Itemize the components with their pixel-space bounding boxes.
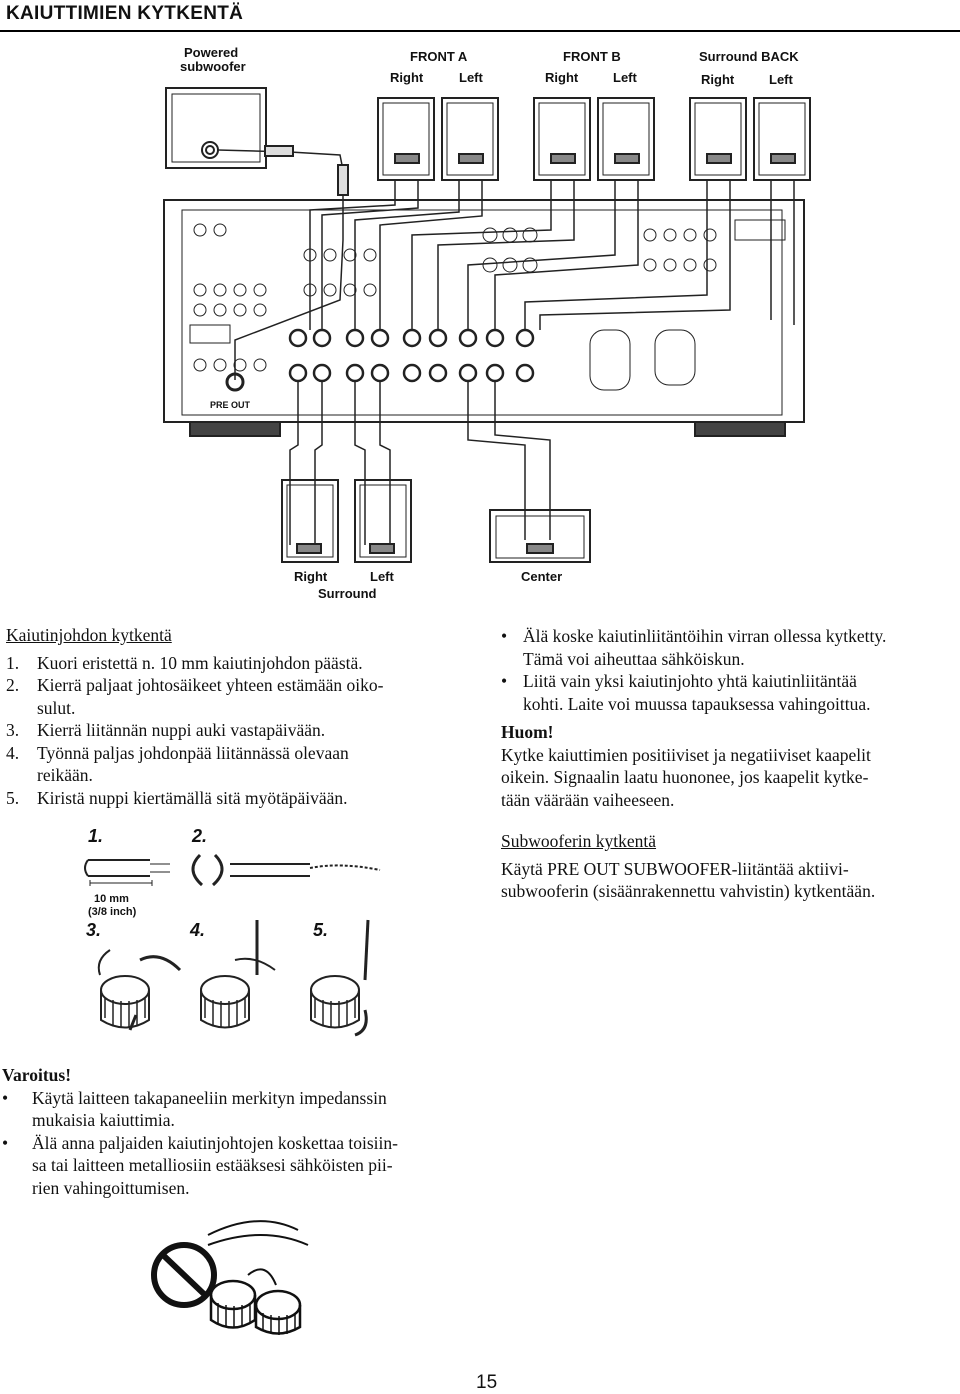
subwoofer-text: Käytä PRE OUT SUBWOOFER-liitäntää aktiiv… [501,858,956,903]
bullet-text: mukaisia kaiuttimia. [32,1110,175,1130]
terminal-3 [97,949,182,1031]
step-number: 4. [6,742,20,763]
measure-inch: (3/8 inch) [88,906,137,918]
title-rule [0,30,960,32]
list-item: • Käytä laitteen takapaneeliin merkityn i… [2,1087,482,1132]
step-text: sulut. [37,697,76,718]
cable-steps: 1. Kuori eristettä n. 10 mm kaiutinjohdon… [6,652,476,810]
bullet-text: Liitä vain yksi kaiutinjohto yhtä kaiuti… [523,671,857,691]
step-text: Työnnä paljas johdonpää liitännässä olev… [37,742,349,763]
cable-steps-illustration [84,853,381,1037]
warning-title: Varoitus! [2,1065,72,1085]
illus-step-2-label: 2. [192,826,208,846]
label-center: Center [521,569,563,584]
bullet-text: Tämä voi aiheuttaa sähköiskun. [523,648,745,669]
step-item: 4. Työnnä paljas johdonpää liitännässä ol… [6,742,476,787]
note-title: Huom! [501,722,554,742]
bullet-icon: • [2,1087,9,1108]
label-surround-left: Left [370,569,394,584]
bullet-text: Älä koske kaiutinliitäntöihin virran oll… [523,626,887,646]
label-front-b-left: Left [613,70,637,85]
bullet-icon: • [501,626,508,646]
illus-step-1-label: 1. [88,826,104,846]
note-line: Kytke kaiuttimien positiiviset ja negati… [501,744,871,765]
illus-step-3-label: 3. [86,920,102,940]
subwoofer-title: Subwooferin kytkentä [501,831,657,851]
bullet-text: Käytä laitteen takapaneeliin merkityn im… [32,1087,387,1108]
page-title: KAIUTTIMIEN KYTKENTÄ [6,3,244,24]
step-text: Kierrä liitännän nuppi auki vastapäivään… [37,720,326,740]
bullet-text: kohti. Laite voi muussa tapauksessa vahi… [523,693,871,714]
list-item: • Älä anna paljaiden kaiutinjohtojen kosk… [2,1132,482,1200]
step-text: Kiristä nuppi kiertämällä sitä myötäpäiv… [37,787,348,808]
note-line: oikein. Signaalin laatu huononee, jos ka… [501,767,869,787]
no-touching-wires-illustration [151,1220,309,1335]
note-line: tään väärään vaiheeseen. [501,789,675,810]
label-surround-back: Surround BACK [699,49,799,64]
illus-step-5-label: 5. [313,920,329,940]
label-sb-right: Right [701,72,735,87]
label-surround: Surround [318,586,377,601]
list-item: • Liitä vain yksi kaiutinjohto yhtä kaiut… [501,670,956,715]
step-number: 2. [6,675,20,695]
bullet-text: Älä anna paljaiden kaiutinjohtojen koske… [32,1132,398,1153]
prohibited-icon [151,1242,217,1308]
bullet-icon: • [2,1132,9,1153]
front-a-right-speaker [377,97,435,181]
illus-step-4-label: 4. [190,920,206,940]
list-item: • Älä koske kaiutinliitäntöihin virran ol… [501,625,956,670]
step-number: 1. [6,652,20,673]
label-front-a-left: Left [459,70,483,85]
subwoofer-line: subwooferin (sisäänrakennettu vahvistin)… [501,881,876,901]
cable-section: Kaiutinjohdon kytkentä 1. Kuori eristettä… [6,624,476,809]
bullet-text: rien vahingoittumisen. [32,1177,190,1198]
bullet-icon: • [501,671,508,691]
label-front-a-right: Right [390,70,424,85]
terminal-5 [310,919,370,1037]
step-item: 1. Kuori eristettä n. 10 mm kaiutinjohdon… [6,652,476,675]
bullet-text: sa tai laitteen metalliosiin estääksesi … [32,1155,393,1175]
label-surround-right: Right [294,569,328,584]
step-item: 2. Kierrä paljaat johtosäikeet yhteen est… [6,674,476,719]
step-number: 5. [6,787,20,808]
label-subwoofer: subwoofer [180,59,246,74]
cable-section-title: Kaiutinjohdon kytkentä [6,625,172,645]
step-text: Kuori eristettä n. 10 mm kaiutinjohdon p… [37,652,363,673]
label-front-b: FRONT B [563,49,621,64]
label-powered: Powered [184,45,239,60]
note-text: Kytke kaiuttimien positiiviset ja negati… [501,744,956,812]
label-front-a: FRONT A [410,49,468,64]
subwoofer-line: Käytä PRE OUT SUBWOOFER-liitäntää aktiiv… [501,858,849,879]
page-number: 15 [476,1372,498,1393]
speaker-wiring-diagram [163,87,811,563]
label-front-b-right: Right [545,70,579,85]
warning-section: Varoitus! • Käytä laitteen takapaneeliin … [2,1064,482,1199]
terminal-4 [200,920,276,1029]
precaution-list: • Älä koske kaiutinliitäntöihin virran ol… [501,625,956,715]
label-sb-left: Left [769,72,793,87]
label-pre-out: PRE OUT [210,400,251,410]
step-item: 3. Kierrä liitännän nuppi auki vastapäivä… [6,719,476,742]
step-text: reikään. [37,765,93,785]
measure-10mm: 10 mm [94,893,129,905]
step-text: Kierrä paljaat johtosäikeet yhteen estäm… [37,675,384,695]
step-number: 3. [6,720,20,740]
right-column: • Älä koske kaiutinliitäntöihin virran ol… [501,625,956,903]
step-item: 5. Kiristä nuppi kiertämällä sitä myötäpä… [6,787,476,810]
warning-list: • Käytä laitteen takapaneeliin merkityn i… [2,1087,482,1200]
